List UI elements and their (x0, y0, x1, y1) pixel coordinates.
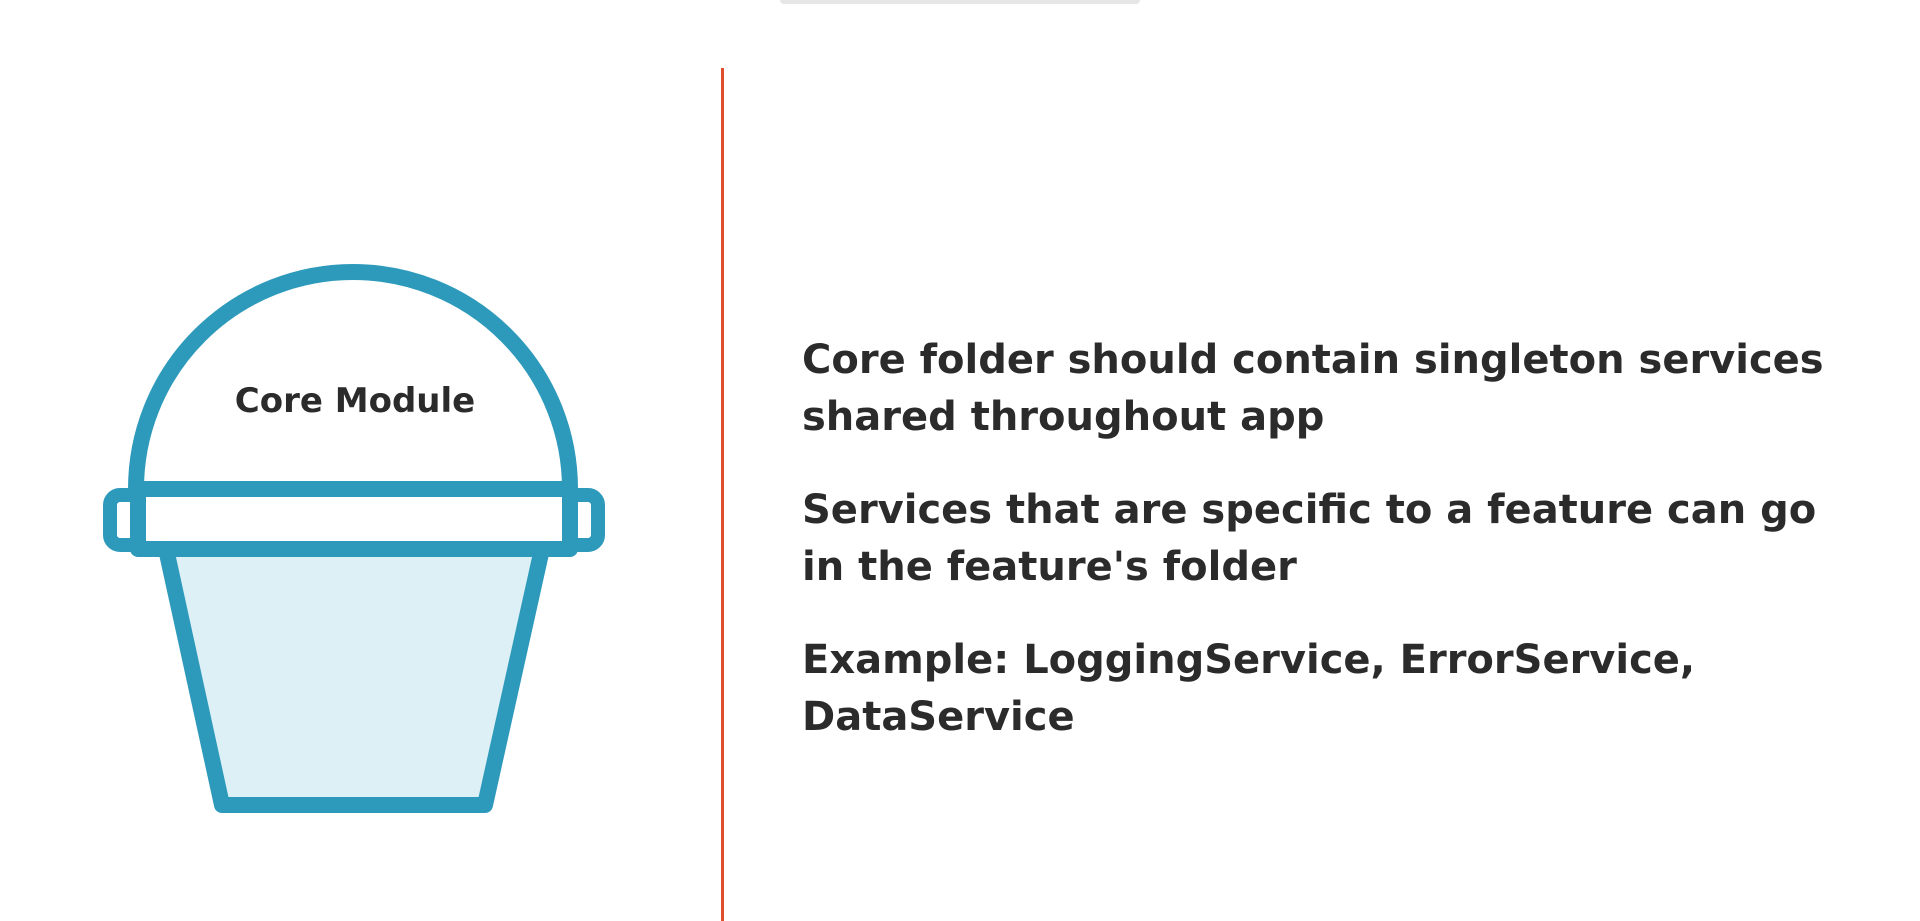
bucket-label: Core Module (235, 381, 475, 421)
point-feature-services: Services that are specific to a feature … (802, 487, 1817, 590)
bucket-dome (128, 264, 578, 490)
point-example-services: Example: LoggingService, ErrorService, D… (802, 637, 1696, 740)
core-module-bucket-icon: Core Module (103, 264, 605, 813)
point-singleton-services: Core folder should contain singleton ser… (802, 337, 1824, 440)
bucket-rim (130, 481, 578, 557)
bucket-body (158, 541, 550, 813)
vertical-divider (721, 68, 724, 921)
bullet-list: Core folder should contain singleton ser… (802, 332, 1842, 782)
top-edge-shadow (780, 0, 1140, 4)
